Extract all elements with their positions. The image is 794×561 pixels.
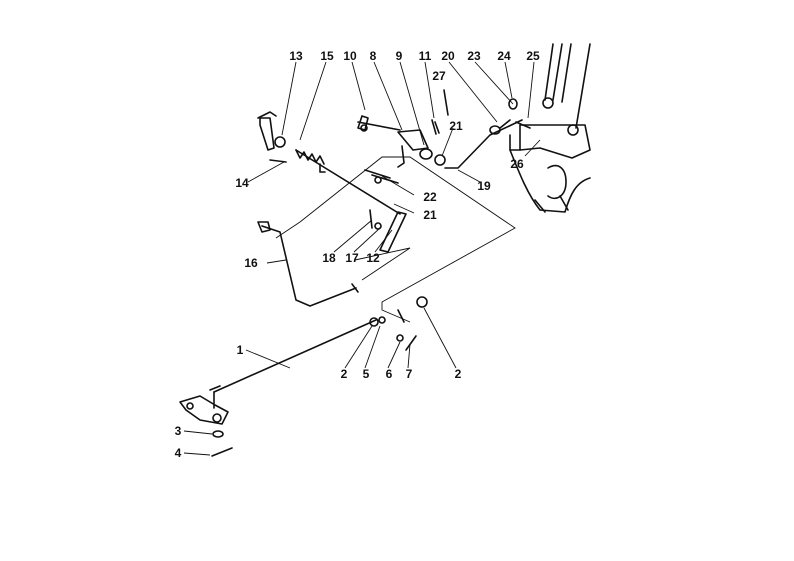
callout-label: 5 [363, 367, 370, 381]
callout-label: 10 [343, 49, 357, 63]
callout-label: 19 [477, 179, 491, 193]
lever-hub [397, 129, 446, 168]
cotter-pin-27 [443, 89, 449, 116]
clip-21 [374, 176, 382, 184]
brake-pedal [257, 111, 286, 151]
callout-label: 27 [432, 69, 446, 83]
lower-bracket [179, 395, 229, 425]
shift-rod [444, 98, 531, 169]
callout-label: 6 [386, 367, 393, 381]
callout-label: 23 [467, 49, 481, 63]
callout-label: 26 [510, 157, 524, 171]
bracket-12 [369, 209, 407, 253]
brake-rod-16 [257, 221, 359, 307]
callout-label: 7 [406, 367, 413, 381]
shift-lever-arm [357, 115, 401, 132]
callout-label: 17 [345, 251, 359, 265]
washer-3 [212, 430, 224, 438]
callout-label: 22 [423, 190, 437, 204]
return-spring [295, 149, 326, 173]
callout-labels: 1 2 2 3 4 5 6 7 8 9 10 11 12 13 14 15 16… [175, 49, 540, 460]
callout-label: 24 [497, 49, 511, 63]
callout-label: 25 [526, 49, 540, 63]
control-rod-1 [209, 319, 377, 409]
cotter-pin-4 [211, 447, 233, 457]
transmission-housing [509, 43, 591, 213]
callout-label: 16 [244, 256, 258, 270]
rod-end-fasteners [369, 296, 428, 351]
callout-label: 2 [455, 367, 462, 381]
callout-label: 14 [235, 176, 249, 190]
callout-label: 15 [320, 49, 334, 63]
callout-label: 3 [175, 424, 182, 438]
callout-label: 12 [366, 251, 380, 265]
callout-label: 21 [449, 119, 463, 133]
pin-14 [269, 159, 287, 163]
callout-label: 1 [237, 343, 244, 357]
cross-shaft [295, 149, 401, 215]
callout-label: 18 [322, 251, 336, 265]
callout-label: 13 [289, 49, 303, 63]
leader-lines [183, 61, 541, 456]
callout-label: 4 [175, 446, 182, 460]
callout-label: 11 [419, 49, 432, 63]
callout-label: 9 [396, 49, 403, 63]
callout-label: 20 [441, 49, 455, 63]
callout-label: 21 [423, 208, 437, 222]
callout-label: 8 [370, 49, 377, 63]
callout-label: 2 [341, 367, 348, 381]
small-spring [431, 119, 440, 135]
